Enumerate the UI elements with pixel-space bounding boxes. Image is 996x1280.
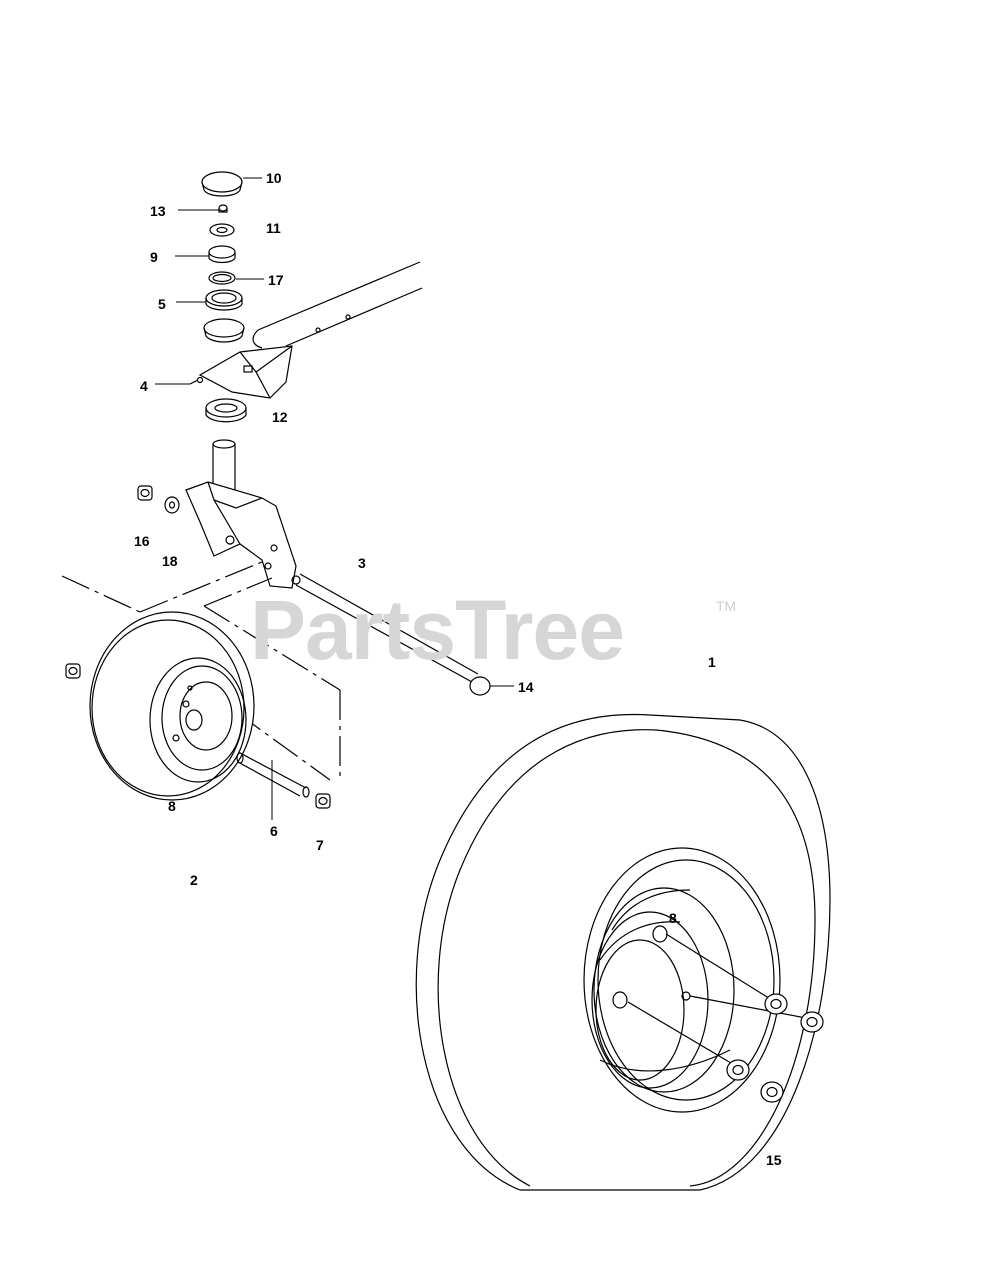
fitting-4 bbox=[189, 376, 204, 385]
washer-18 bbox=[164, 496, 180, 514]
callout-4: 4 bbox=[140, 378, 148, 394]
callout-9: 9 bbox=[150, 249, 158, 265]
dust-cap-10 bbox=[201, 171, 243, 197]
bolt-13 bbox=[218, 204, 228, 213]
callout-8-wheel: 8 bbox=[669, 910, 677, 926]
nut-left bbox=[65, 663, 81, 679]
callout-13: 13 bbox=[150, 203, 166, 219]
frame-rail bbox=[252, 261, 423, 349]
nut-16 bbox=[137, 485, 153, 501]
watermark-tm: TM bbox=[716, 598, 737, 614]
caster-fork bbox=[185, 481, 297, 589]
callout-6: 6 bbox=[270, 823, 278, 839]
callout-17: 17 bbox=[268, 272, 284, 288]
bearing-9 bbox=[208, 245, 236, 264]
cup-ring bbox=[203, 318, 245, 343]
leader-lines bbox=[155, 177, 514, 820]
callout-12: 12 bbox=[272, 409, 288, 425]
callout-1: 1 bbox=[708, 654, 716, 670]
callout-7: 7 bbox=[316, 837, 324, 853]
watermark: PartsTree bbox=[250, 583, 625, 677]
rear-wheel bbox=[415, 713, 831, 1191]
callout-3: 3 bbox=[358, 555, 366, 571]
washer-11 bbox=[209, 223, 235, 237]
callout-15: 15 bbox=[766, 1152, 782, 1168]
callout-8-caster: 8 bbox=[168, 798, 176, 814]
nut-7 bbox=[315, 793, 331, 809]
bolt-6 bbox=[236, 752, 310, 798]
callout-5: 5 bbox=[158, 296, 166, 312]
callout-10: 10 bbox=[266, 170, 282, 186]
lug-nuts-15 bbox=[627, 933, 824, 1103]
callout-16: 16 bbox=[134, 533, 150, 549]
bearing-12 bbox=[205, 398, 247, 423]
race-5 bbox=[205, 289, 243, 311]
callout-18: 18 bbox=[162, 553, 178, 569]
caster-wheel bbox=[89, 611, 255, 801]
callout-11: 11 bbox=[266, 220, 281, 236]
callout-14: 14 bbox=[518, 679, 534, 695]
callout-2: 2 bbox=[190, 872, 198, 888]
axle-bolt-14 bbox=[291, 573, 491, 696]
ring-17 bbox=[208, 271, 236, 285]
pivot-bracket bbox=[198, 345, 293, 399]
